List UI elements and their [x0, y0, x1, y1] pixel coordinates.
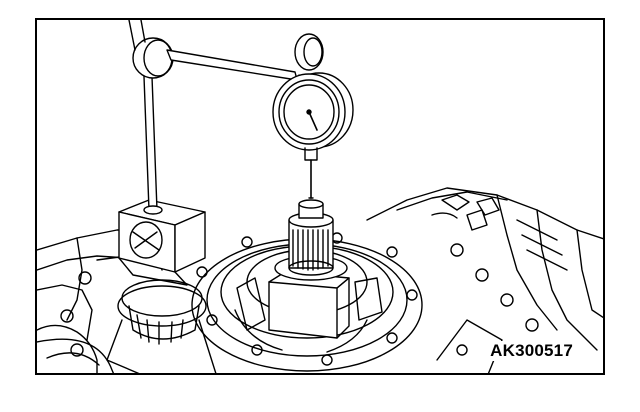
indicator-stand [128, 20, 298, 215]
magnetic-base [118, 199, 206, 286]
figure-code: AK300517 [488, 341, 575, 361]
input-shaft [274, 199, 348, 281]
dial-indicator-illustration [37, 20, 603, 373]
oil-pump-assembly [191, 232, 423, 372]
figure-frame: AK300517 [35, 18, 605, 375]
dial-gauge [272, 33, 354, 199]
clutch-pack [106, 279, 217, 373]
transmission-case-left [37, 229, 163, 373]
